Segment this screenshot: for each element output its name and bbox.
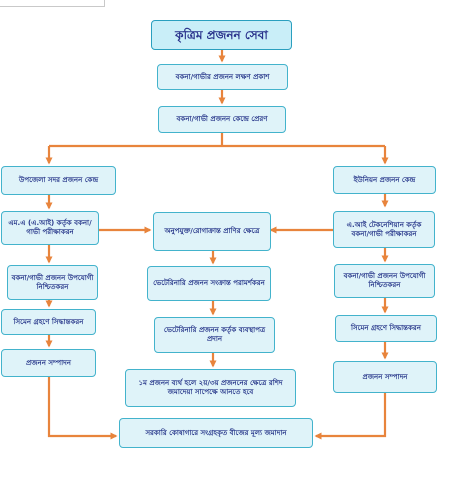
node-unfit-case: অনুপযুক্ত/রোগাক্রান্ত প্রাণির ক্ষেত্রে <box>153 212 271 251</box>
flowchart-title: কৃত্রিম প্রজনন সেবা <box>151 20 292 50</box>
node-right-done: প্রজনন সম্পাদন <box>333 361 437 393</box>
node-repeat-breeding: ১ম প্রজনন ব্যর্থ হলে ২য়/৩য় প্রজননের ক্… <box>125 369 296 407</box>
node-heat-signs: বকনা/গাভীর প্রজনন লক্ষণ প্রকাশ <box>157 64 288 90</box>
node-right-semen: সিমেন গ্রহণে সিদ্ধান্তকরন <box>335 315 437 342</box>
node-right-select: বকনা/গাভী প্রজনন উপযোগী নিশ্চিতকরন <box>334 264 435 298</box>
node-vet-advice: ভেটেরিনারি প্রজনন সংক্রান্ত পরামর্শকরন <box>147 266 271 301</box>
node-prescription: ভেটেরিনারি প্রজনন কর্তৃক ব্যবস্থাপত্র প্… <box>154 317 275 353</box>
arrow-right-done-to-final <box>314 393 387 440</box>
node-upazila-center: উপজেলা সদর প্রজনন কেন্দ্র <box>1 166 116 195</box>
node-union-center: ইউনিয়ন প্রজনন কেন্দ্র <box>333 166 436 194</box>
node-deposit-fee: সরকারি কোষাগারে সংগ্রহকৃত বীজের মূল্য জম… <box>119 418 313 448</box>
node-send-to-center: বকনা/গাভী প্রজনন কেন্দ্রে প্রেরণ <box>158 106 286 133</box>
arrow-left-done-to-final <box>47 377 118 440</box>
node-left-select: বকনা/গাভী প্রজনন উপযোগী নিশ্চিতকরন <box>7 265 98 300</box>
window-corner <box>0 0 105 7</box>
node-left-done: প্রজনন সম্পাদন <box>1 349 96 377</box>
node-right-exam: এ.আই টেকনেশিয়ান কর্তৃক বকনা/গাভী পরীক্ষ… <box>333 211 435 248</box>
node-left-semen: সিমেন গ্রহণে সিদ্ধান্তকরন <box>1 309 96 335</box>
node-left-exam: এম.এ (এ.আই) কর্তৃক বকনা/গাভী পরীক্ষাকরন <box>1 211 99 245</box>
